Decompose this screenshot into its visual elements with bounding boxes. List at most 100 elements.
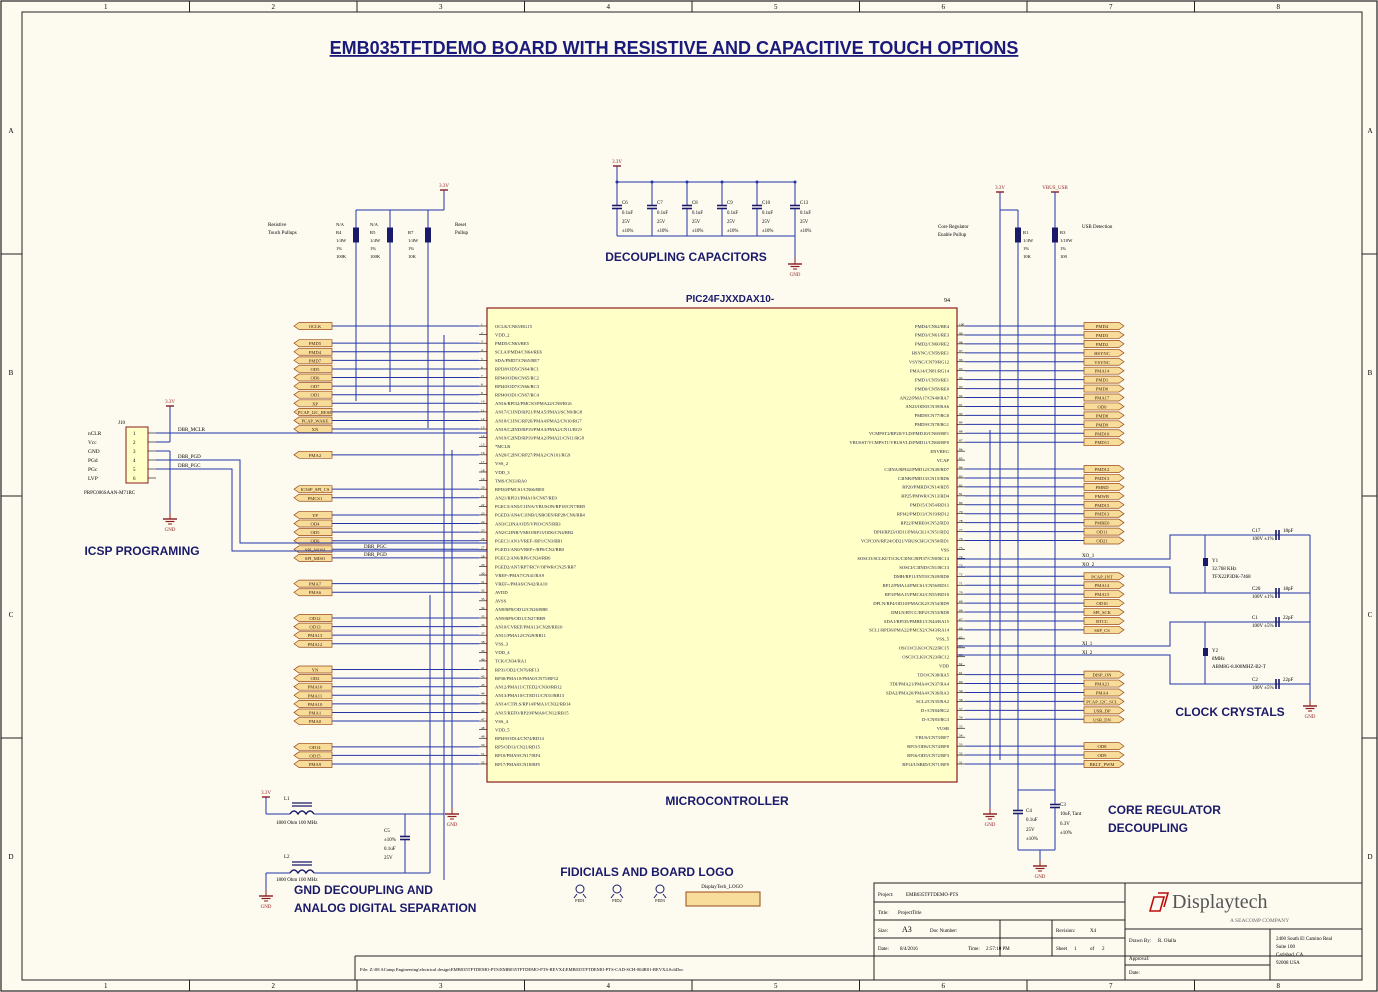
touch-pullup-label-1: Resistive xyxy=(268,223,287,228)
mcu-right-pin-7: PMD0/CN58/RE0 xyxy=(915,386,950,391)
decoup-cap-tol-0: ±10% xyxy=(622,229,633,234)
mcu-left-net-36-label: PMA13 xyxy=(308,633,323,638)
mcu-right-net-9-tag xyxy=(1083,402,1125,411)
mcu-right-pin-num-49: 51 xyxy=(959,760,963,764)
mcu-right-net-49-label: BKLT_PWM xyxy=(1090,762,1115,767)
mcu-left-net-25-tag xyxy=(293,536,333,545)
mcu-left-pin-0: OCLK/CN65/RG15 xyxy=(495,324,533,329)
company-logo-mark-icon xyxy=(1148,892,1170,912)
icsp-net-pgd: DBR_PGD xyxy=(178,455,201,460)
mcu-left-net-19-label: IC3SP_SPI_CS xyxy=(301,487,330,492)
mcu-left-net-30-label: PMA7 xyxy=(309,582,322,587)
mcu-left-net-23-tag xyxy=(293,519,333,528)
power-label: 3.3V xyxy=(261,791,271,796)
mcu-left-net-42-tag xyxy=(293,682,333,691)
mcu-left-net-2-tag xyxy=(293,339,333,348)
pullup-res-ref-0: R4 xyxy=(336,230,342,235)
mcu-right-net-31-label: OD10 xyxy=(1096,601,1108,606)
junction xyxy=(720,180,724,184)
decoup-cap-tol-1: ±10% xyxy=(657,229,668,234)
core-c3-value: 10uF, Tant xyxy=(1060,812,1082,817)
decoup-cap-ref-5: C13 xyxy=(800,201,809,206)
mcu-right-pin-18: RP20/PMRD/CN14/RD5 xyxy=(902,485,949,490)
tb-addr-1: Suite 100 xyxy=(1276,945,1296,950)
mcu-left-pin-num-47: 48 xyxy=(481,726,485,730)
mcu-right-pin-num-12: 88 xyxy=(959,430,963,434)
mcu-right-pin-num-39: 61 xyxy=(959,671,963,675)
mcu-right-pin-num-38: 62 xyxy=(959,662,963,666)
xtal-y2-net-1: XI_1 xyxy=(1082,642,1093,647)
power-label: 3.3V xyxy=(165,400,175,405)
mcu-right-pin-num-0: 100 xyxy=(959,322,964,326)
mcu-right-net-2-label: PMD2 xyxy=(1096,342,1109,347)
mcu-body xyxy=(486,307,958,783)
mcu-right-net-21-tag xyxy=(1083,509,1125,518)
pullup-res-tol-0: 1% xyxy=(336,246,342,251)
mcu-right-pin-num-4: 96 xyxy=(959,358,963,362)
mcu-left-pin-36: AN11/PMA12/CN29/RB11 xyxy=(495,633,547,638)
gnd-label: GND xyxy=(985,823,996,828)
mcu-left-pin-17: VDD_3 xyxy=(495,470,510,475)
col-marker-bottom-5: 5 xyxy=(774,982,778,990)
pullup-res-power-0: 1/4W xyxy=(336,238,347,243)
xtal-y1-wire-top xyxy=(957,534,1310,560)
fiducial-leg-b xyxy=(662,893,667,899)
mcu-left-pin-49: RP5/OD13/CN21/RD15 xyxy=(495,745,541,750)
icsp-net-pgd-2: DBR_PGD xyxy=(364,553,387,558)
icsp-pin-label-5: LVP xyxy=(88,476,98,482)
mcu-right-net-1-tag xyxy=(1083,331,1125,339)
xtal-y1-wire-bottom xyxy=(957,566,1310,594)
decoup-cap-volt-5: 25V xyxy=(800,220,809,225)
fiducial-leg-a xyxy=(610,893,615,899)
mcu-right-pin-num-11: 89 xyxy=(959,421,963,425)
mcu-right-pin-40: TDI/PMA21/PMA4/CN37/RA4 xyxy=(890,681,950,686)
mcu-left-net-34-label: OD12 xyxy=(309,616,321,621)
title-block-frame xyxy=(873,882,1363,981)
title-block: Project:EMB035TFTDEMO-PTSTitle:ProjectTi… xyxy=(354,882,1363,981)
mcu-right-pin-num-33: 67 xyxy=(959,617,963,621)
mcu-right-net-19-label: PMWR xyxy=(1095,494,1110,499)
mcu-left-pin-num-46: 47 xyxy=(481,717,485,721)
gnd-dec-c5-volt: 25V xyxy=(384,856,393,861)
xtal-cap-spec-3: 100V ±5% xyxy=(1252,686,1274,691)
mcu-left-net-0-label: OCLK xyxy=(309,324,322,329)
mcu-right-pin-43: D+/CN84/RG2 xyxy=(921,708,950,713)
mcu-right-net-19-tag xyxy=(1083,491,1125,500)
mcu-left-pin-num-17: 18 xyxy=(481,468,485,472)
mcu-left-net-8-tag xyxy=(293,390,333,399)
mcu-left-pin-num-29: 30 xyxy=(481,571,485,575)
mcu-right-pin-num-17: 83 xyxy=(959,474,963,478)
icsp-pin-num-2: 3 xyxy=(133,450,136,455)
mcu-left-net-27-tag xyxy=(293,554,333,562)
row-marker-left-C: C xyxy=(9,611,14,619)
xtal-cap-spec-0: 100V ±1% xyxy=(1252,537,1274,542)
mcu-left-pin-44: AN14/CTPLS/RP14/PMA1/CN32/RB14 xyxy=(495,702,571,707)
mcu-left-net-44-tag xyxy=(293,700,333,708)
mcu-left-net-23-label: OD4 xyxy=(311,522,321,527)
mcu-left-pin-42: AN12/PMA11/CTED2/CN30/RB12 xyxy=(495,685,562,690)
mcu-right-pin-10: PMD8/CN77/RG0 xyxy=(915,413,950,418)
mcu-right-net-16-label: PMD12 xyxy=(1095,467,1110,472)
mcu-left-net-31-label: PMA6 xyxy=(309,590,322,595)
mcu-left-net-0-tag xyxy=(293,322,333,330)
mcu-right-pin-num-6: 94 xyxy=(959,376,963,380)
mcu-right-pin-32: DMLN/RTCC/RP2/CN53/RD8 xyxy=(891,610,950,615)
mcu-right-pin-num-1: 99 xyxy=(959,331,963,335)
tb-date2-label: Date: xyxy=(1129,971,1140,976)
mcu-right-pin-num-32: 68 xyxy=(959,608,963,612)
mcu-right-net-24-tag xyxy=(1083,536,1125,545)
mcu-left-pin-num-27: 28 xyxy=(481,554,485,558)
mcu-right-pin-num-47: 53 xyxy=(959,743,963,747)
mcu-left-net-43-label: PMA11 xyxy=(308,693,323,698)
core-res-ref: R1 xyxy=(1023,230,1029,235)
mcu-left-pin-num-43: 44 xyxy=(481,692,485,696)
mcu-right-net-42-label: PCAP_I2C_SCL xyxy=(1086,699,1118,704)
gnd-dec-caption-2: ANALOG DIGITAL SEPARATION xyxy=(294,901,476,915)
mcu-right-pin-num-35: 65 xyxy=(959,635,963,639)
core-c3-tol: ±10% xyxy=(1060,831,1072,836)
mcu-right-pin-num-14: 86 xyxy=(959,448,963,452)
mcu-left-pin-num-13: 14 xyxy=(481,434,485,438)
mcu-right-pin-30: RP3/PMA15/PMCS2/CN55/RD10 xyxy=(885,592,950,597)
